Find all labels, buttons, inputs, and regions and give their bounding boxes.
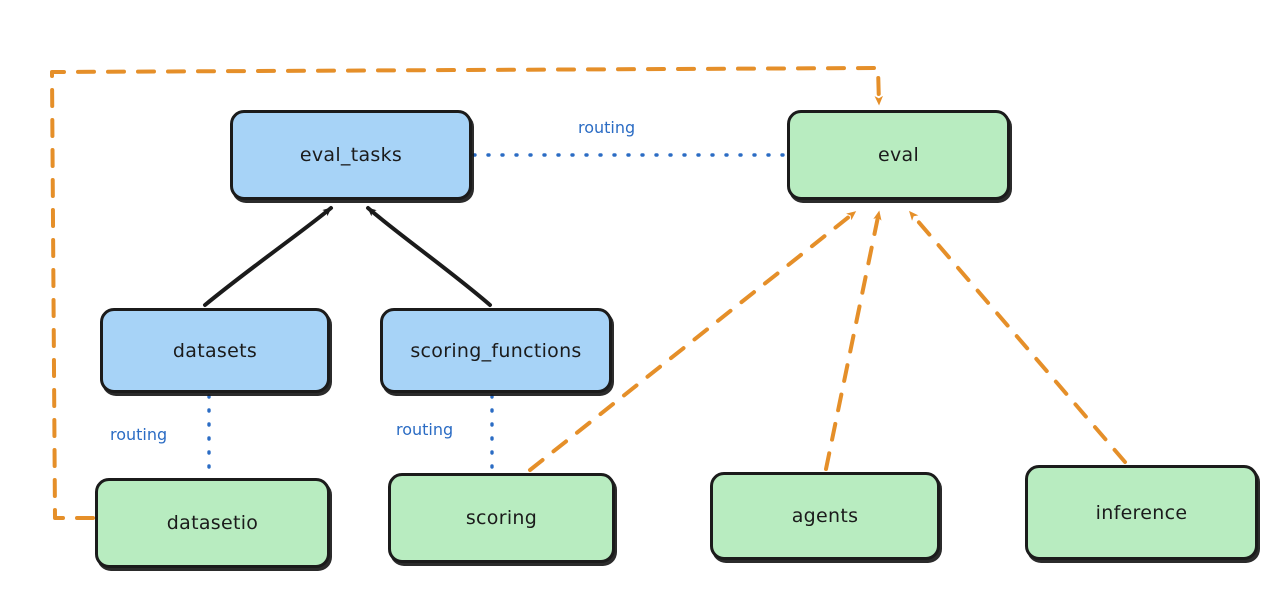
node-scoring[interactable]: scoring: [388, 473, 615, 563]
edge-label-routing-eval-tasks-eval: routing: [578, 118, 636, 137]
node-agents-label: agents: [791, 505, 859, 527]
node-agents[interactable]: agents: [710, 472, 940, 560]
node-scoring-functions-label: scoring_functions: [410, 339, 582, 362]
node-datasetio[interactable]: datasetio: [95, 478, 330, 568]
node-eval-tasks[interactable]: eval_tasks: [230, 110, 472, 200]
node-eval[interactable]: eval: [787, 110, 1010, 200]
node-scoring-label: scoring: [465, 507, 538, 529]
edge-agents-to-eval: [824, 210, 882, 471]
edge-datasets-to-eval-tasks: [203, 206, 333, 307]
edge-inference-to-eval: [908, 210, 1127, 464]
edge-scoring-functions-to-eval-tasks: [366, 206, 492, 307]
node-datasets[interactable]: datasets: [100, 308, 330, 393]
node-eval-tasks-label: eval_tasks: [299, 144, 403, 166]
node-eval-label: eval: [877, 144, 920, 166]
node-scoring-functions[interactable]: scoring_functions: [380, 308, 612, 393]
edge-scoring-to-eval: [528, 210, 857, 472]
node-datasetio-label: datasetio: [166, 512, 259, 534]
edge-label-routing-datasets-datasetio: routing: [110, 425, 168, 444]
node-datasets-label: datasets: [172, 339, 258, 362]
edge-datasetio-to-eval: [50, 66, 883, 520]
node-inference-label: inference: [1095, 501, 1188, 524]
edge-label-routing-scoring-functions-scoring: routing: [396, 420, 454, 439]
node-inference[interactable]: inference: [1025, 465, 1258, 560]
